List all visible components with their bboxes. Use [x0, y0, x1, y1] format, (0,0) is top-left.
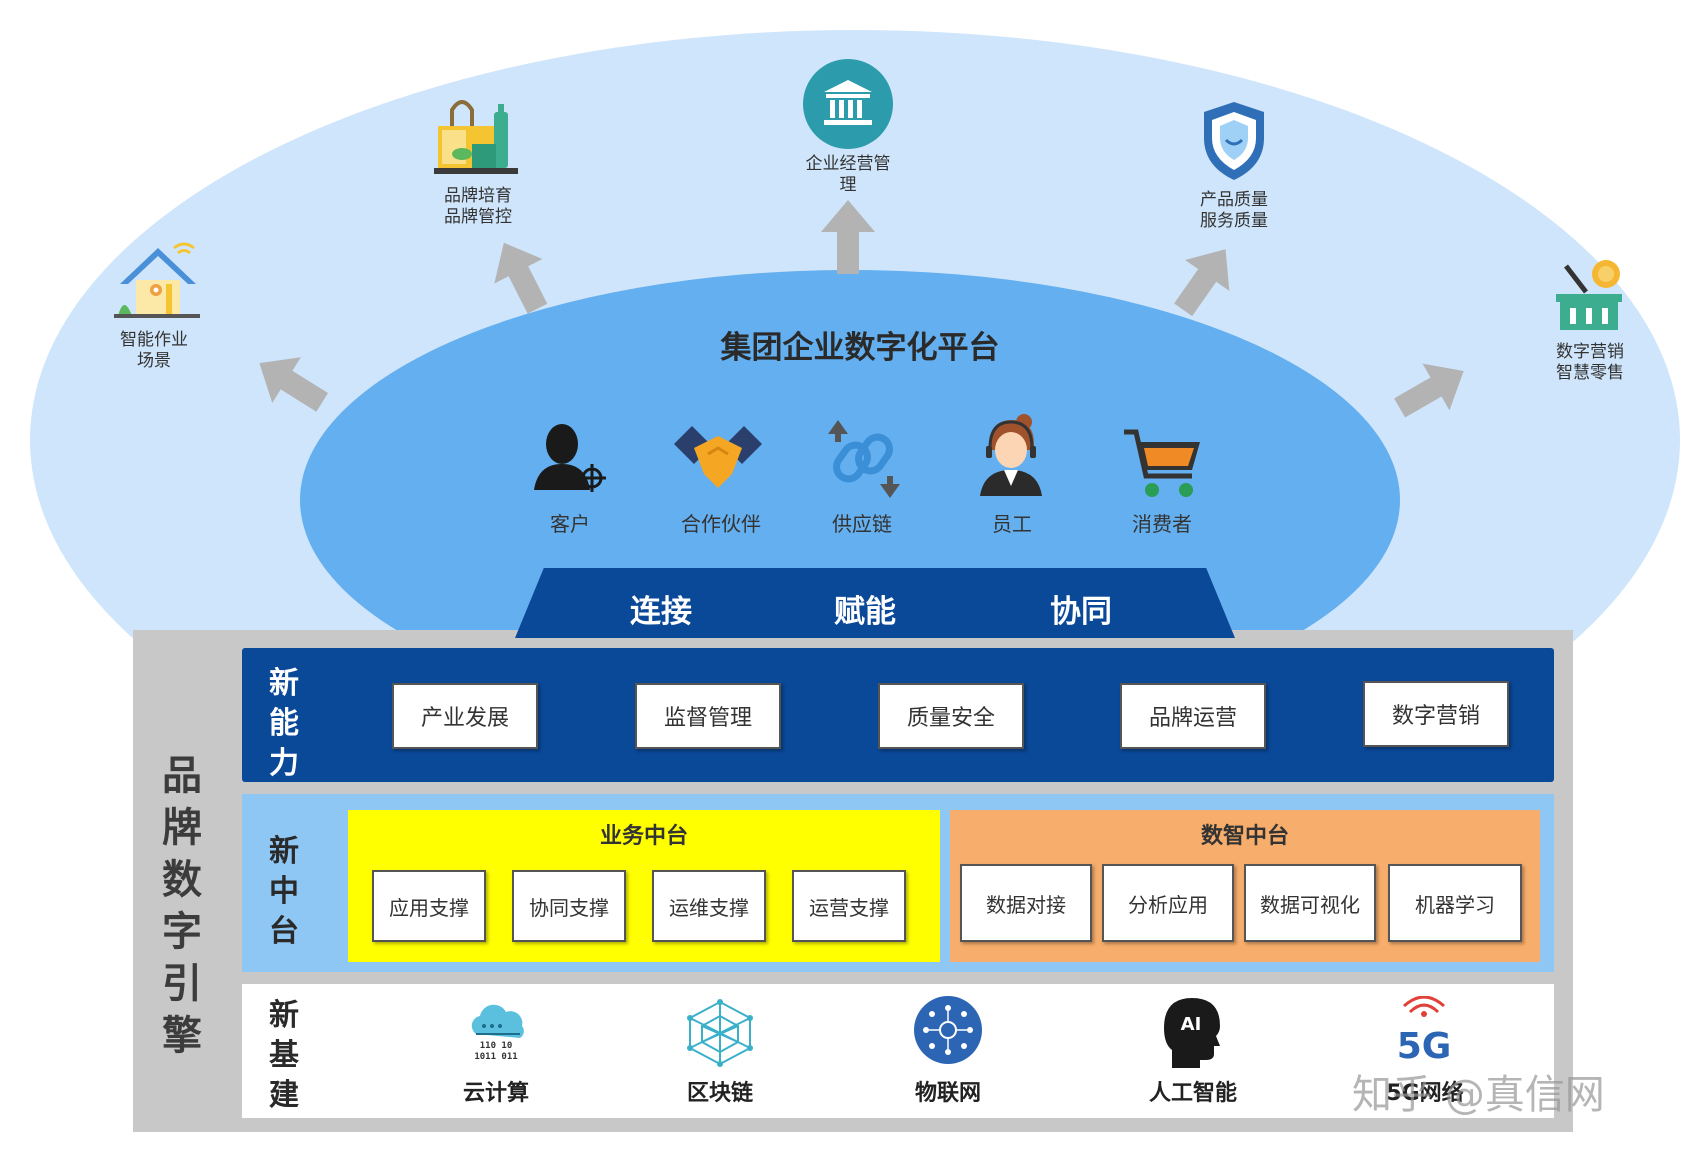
- middle-title: 新 中 台: [269, 834, 299, 949]
- stakeholder-partner: 合作伙伴: [681, 512, 761, 536]
- business-box-maintenance: 运维支撑: [652, 870, 766, 942]
- connector-banner: [515, 568, 1235, 638]
- platform-title: 集团企业数字化平台: [720, 330, 1000, 366]
- smart-home-icon: [114, 242, 200, 318]
- data-box-ml: 机器学习: [1388, 864, 1522, 942]
- infra-cloud: 云计算: [462, 1081, 529, 1106]
- iot-icon: [914, 996, 982, 1064]
- stakeholder-customer: 客户: [550, 512, 590, 536]
- capability-title: 新 能 力: [269, 666, 299, 781]
- capability-box-digital-marketing: 数字营销: [1363, 681, 1509, 747]
- stakeholder-consumer: 消费者: [1132, 512, 1192, 536]
- employee-headset-icon: [980, 414, 1042, 496]
- infra-iot: 物联网: [914, 1081, 981, 1106]
- outer-item-smart-ops: 智能作业 场景: [120, 330, 188, 371]
- capability-box-industry: 产业发展: [392, 683, 538, 749]
- consumer-cart-icon: [1124, 429, 1200, 497]
- outer-item-enterprise-mgmt: 企业经营管 理: [805, 154, 891, 195]
- data-box-visualization: 数据可视化: [1244, 864, 1376, 942]
- cloud-computing-icon: 110 10 1011 011: [471, 1004, 524, 1062]
- capability-box-brand-ops: 品牌运营: [1120, 683, 1266, 749]
- business-box-collab: 协同支撑: [512, 870, 626, 942]
- outer-item-digital-retail: 数字营销 智慧零售: [1556, 342, 1624, 383]
- arrow-right-icon: [1394, 363, 1464, 418]
- data-box-analysis: 分析应用: [1102, 864, 1234, 942]
- infra-title: 新 基 建: [269, 998, 299, 1113]
- infra-band: [242, 984, 1554, 1118]
- ai-head-icon: AI: [1164, 998, 1220, 1068]
- connector-empower: 赋能: [834, 594, 896, 630]
- business-box-app: 应用支撑: [372, 870, 486, 942]
- svg-text:1011 011: 1011 011: [474, 1052, 517, 1062]
- infra-5g: 5G网络: [1386, 1081, 1464, 1106]
- retail-basket-icon: [1556, 260, 1622, 330]
- enterprise-building-icon: [803, 59, 893, 149]
- outer-item-brand-cultivation: 品牌培育 品牌管控: [444, 186, 512, 227]
- business-box-operation: 运营支撑: [792, 870, 906, 942]
- connector-connect: 连接: [630, 594, 692, 630]
- shopping-bag-icon: [434, 100, 518, 174]
- arrow-upright-icon: [1174, 249, 1230, 317]
- infra-ai: 人工智能: [1148, 1081, 1237, 1106]
- quality-shield-icon: [1204, 102, 1264, 180]
- engine-title: 品 牌 数 字 引 擎: [162, 753, 202, 1059]
- svg-text:110 10: 110 10: [480, 1041, 513, 1051]
- blockchain-icon: [687, 999, 753, 1067]
- stakeholder-supply-chain: 供应链: [832, 512, 892, 536]
- business-middle-title: 业务中台: [599, 824, 688, 849]
- svg-text:AI: AI: [1181, 1014, 1202, 1035]
- data-box-integration: 数据对接: [960, 864, 1092, 942]
- watermark: 知乎 @真信网: [1352, 1072, 1605, 1118]
- partner-handshake-icon: [674, 426, 762, 488]
- arrow-up-icon: [821, 200, 875, 274]
- capability-box-quality: 质量安全: [878, 683, 1024, 749]
- arrow-left-icon: [259, 357, 329, 412]
- outer-item-quality: 产品质量 服务质量: [1200, 190, 1268, 231]
- svg-text:5G: 5G: [1397, 1026, 1452, 1066]
- connector-collaborate: 协同: [1050, 594, 1112, 630]
- infra-blockchain: 区块链: [686, 1081, 753, 1106]
- stakeholder-employee: 员工: [992, 512, 1032, 536]
- data-middle-title: 数智中台: [1200, 824, 1289, 849]
- customer-icon: [534, 424, 606, 492]
- arrow-upleft-icon: [494, 242, 548, 314]
- capability-box-supervision: 监督管理: [635, 683, 781, 749]
- 5g-network-icon: 5G: [1397, 996, 1452, 1066]
- supply-chain-link-icon: [828, 420, 900, 498]
